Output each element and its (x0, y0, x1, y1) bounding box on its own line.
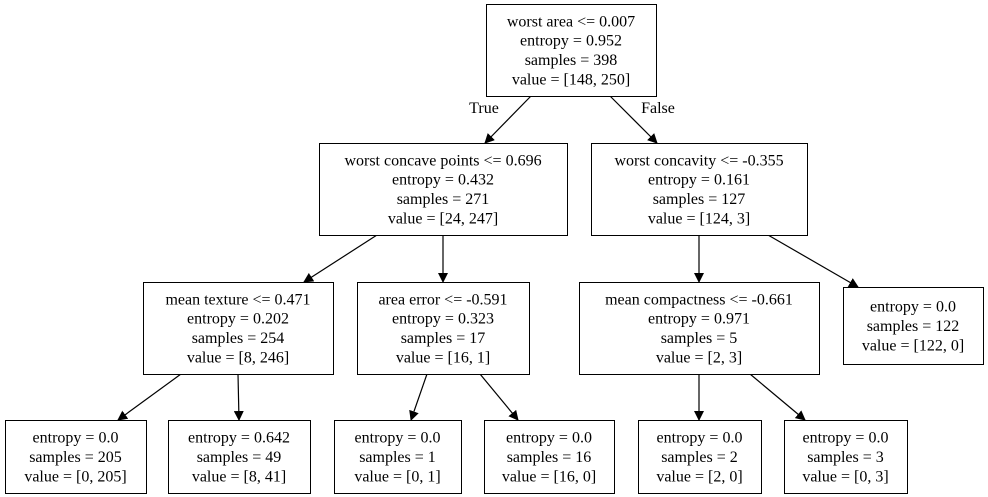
node-line: entropy = 0.642 (188, 430, 290, 447)
node-line: value = [8, 246] (187, 350, 289, 367)
node-box (143, 282, 334, 375)
edges-layer: True False (117, 95, 859, 421)
edge-arrow-n5-n6 (409, 373, 428, 421)
edge-arrow-n8-n12 (767, 234, 859, 288)
node-line: value = [148, 250] (512, 72, 630, 89)
node-line: samples = 3 (807, 449, 884, 466)
node-box (843, 287, 984, 365)
node-line: worst concave points <= 0.696 (344, 152, 541, 169)
node-line: entropy = 0.0 (657, 430, 743, 447)
node-line: value = [124, 3] (648, 211, 750, 228)
tree-node-n9: mean compactness <= -0.661 entropy = 0.97… (579, 282, 820, 375)
node-line: worst area <= 0.007 (507, 13, 635, 30)
node-line: entropy = 0.0 (33, 430, 119, 447)
edge-arrow-n5-n7 (479, 373, 519, 421)
edge-label-false: False (641, 100, 675, 117)
node-line: value = [24, 247] (388, 211, 498, 228)
node-line: value = [8, 41] (192, 468, 286, 485)
node-line: value = [122, 0] (862, 337, 964, 354)
node-box (5, 420, 147, 494)
node-box (319, 143, 568, 236)
node-line: samples = 271 (397, 191, 490, 208)
tree-node-n4: entropy = 0.642 samples = 49 value = [8, 4… (168, 420, 311, 494)
tree-node-n5: area error <= -0.591 entropy = 0.323 sampl… (357, 282, 530, 375)
node-line: samples = 17 (401, 330, 486, 347)
edge-arrow-n9-n11 (749, 373, 806, 421)
tree-node-n7: entropy = 0.0 samples = 16 value = [16, 0] (484, 420, 615, 494)
node-line: samples = 1 (359, 449, 436, 466)
tree-node-n11: entropy = 0.0 samples = 3 value = [0, 3] (784, 420, 908, 494)
node-line: samples = 127 (653, 191, 746, 208)
node-box (334, 420, 462, 494)
node-box (484, 420, 615, 494)
edge-arrow-n2-n4 (233, 373, 244, 421)
node-line: value = [0, 205] (24, 468, 126, 485)
nodes-layer: worst area <= 0.007 entropy = 0.952 sample… (5, 4, 984, 494)
tree-node-n2: mean texture <= 0.471 entropy = 0.202 samp… (143, 282, 334, 375)
node-line: value = [2, 3] (656, 350, 742, 367)
node-line: samples = 398 (525, 52, 618, 69)
node-line: samples = 122 (867, 318, 960, 335)
node-box (168, 420, 311, 494)
node-line: entropy = 0.0 (870, 299, 956, 316)
node-box (579, 282, 820, 375)
tree-node-n3: entropy = 0.0 samples = 205 value = [0, 20… (5, 420, 147, 494)
node-line: value = [0, 3] (802, 468, 888, 485)
node-line: entropy = 0.0 (355, 430, 441, 447)
node-line: entropy = 0.202 (187, 311, 289, 328)
node-box (357, 282, 530, 375)
edge-arrow-n1-n2 (303, 234, 378, 283)
tree-node-n0: worst area <= 0.007 entropy = 0.952 sample… (486, 4, 657, 97)
edge-arrow-n2-n3 (117, 373, 182, 421)
node-line: entropy = 0.0 (506, 430, 592, 447)
node-line: samples = 16 (507, 449, 592, 466)
node-line: worst concavity <= -0.355 (614, 152, 783, 169)
node-box (591, 143, 808, 236)
node-line: value = [0, 1] (354, 468, 440, 485)
node-box (638, 420, 762, 494)
edge-arrow-n0-n8 (609, 95, 658, 144)
node-line: entropy = 0.161 (648, 172, 750, 189)
node-line: mean texture <= 0.471 (165, 291, 310, 308)
node-line: value = [16, 0] (502, 468, 596, 485)
edge-label-true: True (469, 100, 499, 117)
node-line: entropy = 0.971 (648, 311, 750, 328)
node-line: samples = 254 (192, 330, 285, 347)
edge-arrow-n0-n1 (484, 95, 532, 144)
node-line: samples = 205 (29, 449, 122, 466)
tree-node-n1: worst concave points <= 0.696 entropy = 0… (319, 143, 568, 236)
node-line: entropy = 0.432 (392, 172, 494, 189)
tree-node-n12: entropy = 0.0 samples = 122 value = [122, … (843, 287, 984, 365)
node-line: entropy = 0.952 (520, 33, 622, 50)
node-line: entropy = 0.323 (392, 311, 494, 328)
node-line: value = [16, 1] (396, 350, 490, 367)
node-line: samples = 49 (197, 449, 282, 466)
node-line: samples = 2 (661, 449, 738, 466)
tree-node-n6: entropy = 0.0 samples = 1 value = [0, 1] (334, 420, 462, 494)
node-line: mean compactness <= -0.661 (605, 291, 793, 308)
node-line: value = [2, 0] (656, 468, 742, 485)
node-box (486, 4, 657, 97)
node-line: entropy = 0.0 (803, 430, 889, 447)
tree-node-n10: entropy = 0.0 samples = 2 value = [2, 0] (638, 420, 762, 494)
node-box (784, 420, 908, 494)
node-line: samples = 5 (661, 330, 738, 347)
tree-node-n8: worst concavity <= -0.355 entropy = 0.161… (591, 143, 808, 236)
node-line: area error <= -0.591 (378, 291, 507, 308)
